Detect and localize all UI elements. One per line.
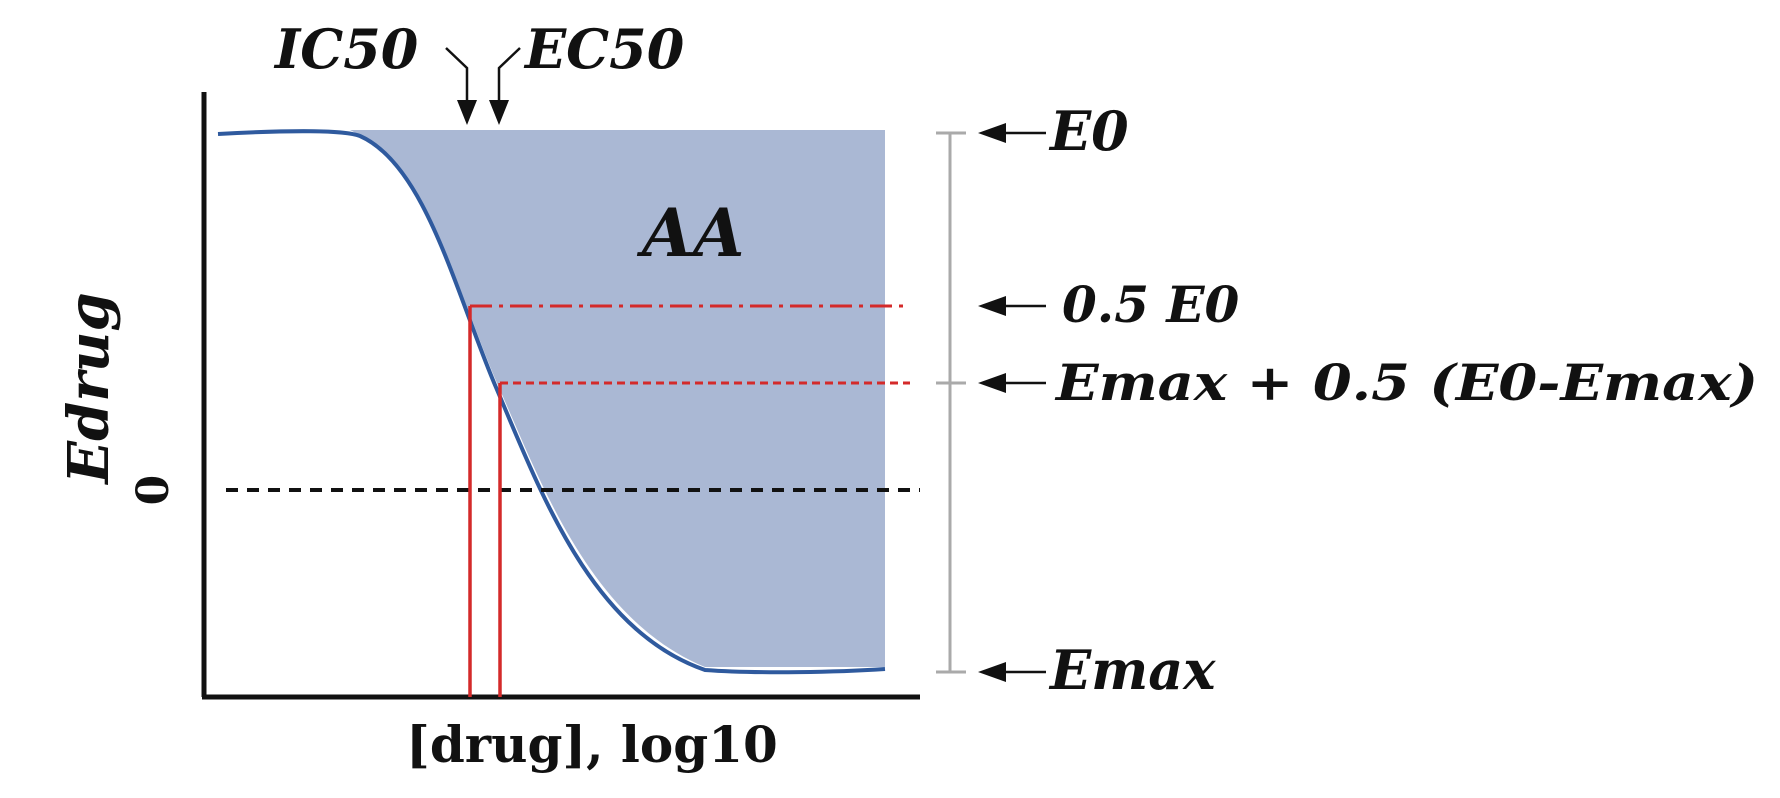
emax-label: Emax [1048, 638, 1216, 702]
effect-range-bar [936, 131, 966, 674]
ec50-arrowhead [489, 100, 509, 125]
half-e0-label: 0.5 E0 [1062, 275, 1240, 334]
dose-response-curve [217, 129, 886, 675]
zero-label: 0 [128, 475, 179, 506]
x-axis-label: [drug], log10 [406, 715, 778, 774]
right-arrows [978, 123, 1046, 682]
area-above-curve [350, 130, 885, 667]
area-label: AA [636, 194, 744, 272]
ec50-label: EC50 [523, 17, 684, 81]
midpoint-label: Emax + 0.5 (E0-Emax) [1054, 353, 1758, 412]
e0-label: E0 [1048, 99, 1129, 163]
y-axis-label: Edrug [56, 292, 122, 485]
ic50-arrowhead [457, 100, 477, 125]
ic50-label: IC50 [273, 17, 418, 81]
